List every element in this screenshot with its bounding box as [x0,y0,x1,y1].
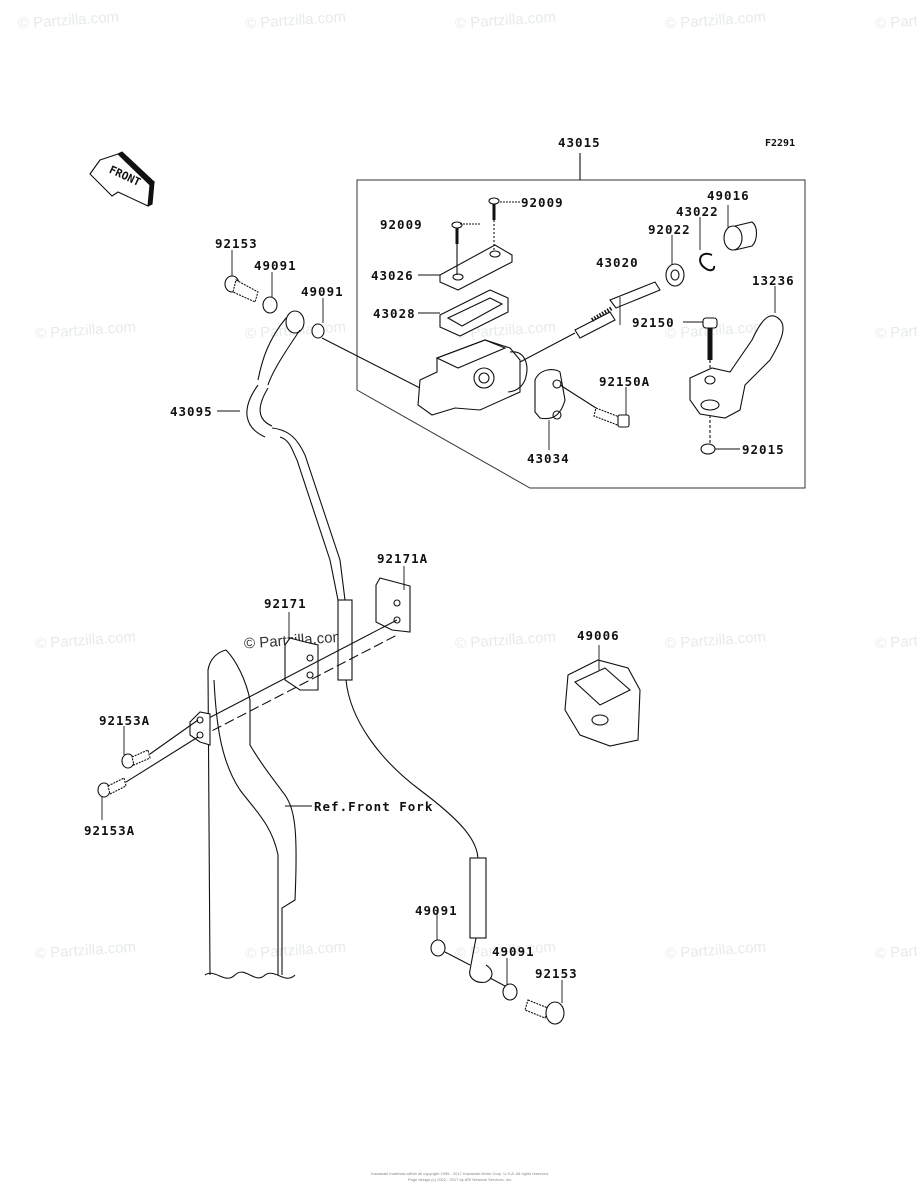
lever-13236 [689,315,784,419]
bolt-92153A [97,719,199,798]
washer-49091-bottom [502,983,518,1001]
leader-line [519,332,576,363]
part-label-43034[interactable]: 43034 [527,451,570,466]
figure-code: F2291 [765,138,796,149]
bracket-92171 [284,637,319,691]
part-label-92150[interactable]: 92150 [632,315,675,330]
washer-49091-bottom [430,939,446,957]
part-label-49091[interactable]: 49091 [301,284,344,299]
leader-lines [101,201,776,1003]
washer-hole [670,269,680,281]
part-label-43022[interactable]: 43022 [676,204,719,219]
part-label-49016[interactable]: 49016 [707,188,750,203]
part-label-92015[interactable]: 92015 [742,442,785,457]
washer-49091 [311,323,325,339]
reservoir-cap-43026 [439,244,513,291]
master-cylinder-body [417,339,528,416]
leader-line [321,337,421,389]
part-label-49006[interactable]: 49006 [577,628,620,643]
copyright-line: Page design (c) 2002 - 2017 by ARI Netwo… [407,1177,513,1182]
copyright-footer: Kawasaki materials within all copyright … [300,1171,620,1183]
leader-line [199,634,398,738]
part-label-43028[interactable]: 43028 [373,306,416,321]
part-label-92150A[interactable]: 92150A [599,374,651,389]
clamp-bolt-92150A [559,384,630,428]
part-label-92153[interactable]: 92153 [535,966,578,981]
part-label-49091[interactable]: 49091 [415,903,458,918]
boot-49016 [723,221,758,251]
part-label-49091[interactable]: 49091 [492,944,535,959]
screw-92009 [451,197,500,275]
assembly-box-43015 [356,179,806,489]
part-label-92153A[interactable]: 92153A [84,823,136,838]
leader-line [204,619,398,721]
banjo-bolt-92153-bottom [524,999,565,1025]
part-label-92171[interactable]: 92171 [264,596,307,611]
leader-line [444,951,471,966]
part-label-92171A[interactable]: 92171A [377,551,429,566]
clamp-43034 [534,369,566,420]
part-label-92022[interactable]: 92022 [648,222,691,237]
front-arrow-icon: FRONT [89,151,155,207]
copyright-line: Kawasaki materials within all copyright … [371,1171,549,1176]
part-label-43026[interactable]: 43026 [371,268,414,283]
part-label-92009[interactable]: 92009 [521,195,564,210]
leader-line [489,977,506,987]
diaphragm-43028 [439,289,509,337]
washer-49091 [262,296,278,314]
banjo-bolt-92153-top [224,275,259,303]
brake-hose-43095 [246,310,493,983]
part-label-43095[interactable]: 43095 [170,404,213,419]
part-label-92153A[interactable]: 92153A [99,713,151,728]
part-label-49091[interactable]: 49091 [254,258,297,273]
bracket-92171A [375,577,411,633]
reference-note-front-fork: Ref.Front Fork [314,799,434,814]
part-label-43015[interactable]: 43015 [558,135,601,150]
part-label-13236[interactable]: 13236 [752,273,795,288]
part-label-92009[interactable]: 92009 [380,217,423,232]
front-fork [189,649,297,979]
nut-92015 [700,443,716,455]
part-label-43020[interactable]: 43020 [596,255,639,270]
reservoir-cover-49006 [564,659,641,747]
circlip-43022 [699,252,716,272]
part-label-92153[interactable]: 92153 [215,236,258,251]
washer-92022 [665,263,685,287]
piston-assembly-43020 [519,281,661,363]
